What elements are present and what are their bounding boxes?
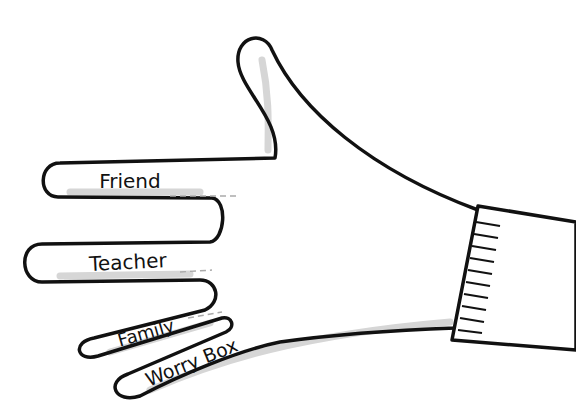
- finger-label: Teacher: [89, 250, 168, 274]
- finger-label: Friend: [99, 171, 161, 191]
- finger-dash: [170, 196, 240, 318]
- hand-shading: [60, 60, 450, 390]
- hand-outline: [25, 38, 478, 398]
- sleeve-cuff: [452, 206, 576, 350]
